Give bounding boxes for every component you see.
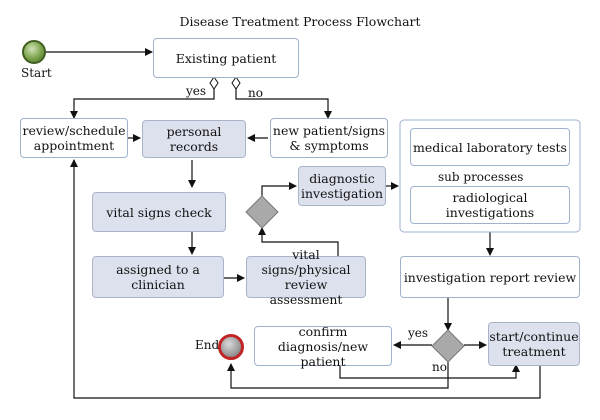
node-radiological: radiological investigations xyxy=(410,186,570,224)
yes-split-diamond xyxy=(209,76,219,90)
node-diagnostic-investigation: diagnostic investigation xyxy=(298,166,386,206)
node-investigation-report-review: investigation report review xyxy=(400,256,580,298)
arrow-diamond-to-diagnostic xyxy=(261,182,297,196)
node-vital-signs-check: vital signs check xyxy=(92,192,226,232)
node-vital-signs-review: vital signs/physical review assessment xyxy=(246,247,366,307)
node-existing-patient: Existing patient xyxy=(153,38,299,78)
diagram-title: Disease Treatment Process Flowchart xyxy=(179,14,421,29)
node-review-schedule: review/schedule appointment xyxy=(20,118,128,158)
decision-diamond-bottom xyxy=(431,329,465,363)
decision-diamond-middle xyxy=(245,195,279,229)
end-node xyxy=(218,334,244,360)
start-label: Start xyxy=(21,66,52,80)
node-assigned-clinician: assigned to a clinician xyxy=(92,256,224,298)
label-yes-top: yes xyxy=(186,84,207,98)
label-sub-processes: sub processes xyxy=(438,170,524,184)
start-node xyxy=(22,40,46,64)
node-personal-records: personal records xyxy=(142,120,246,158)
label-yes-bottom: yes xyxy=(408,326,429,340)
label-no-top: no xyxy=(248,86,263,100)
end-label: End xyxy=(195,338,220,352)
node-start-continue-treatment: start/continue treatment xyxy=(488,322,580,366)
node-medical-lab-tests: medical laboratory tests xyxy=(410,128,570,166)
node-new-patient: new patient/signs & symptoms xyxy=(270,118,388,158)
node-confirm-diagnosis: confirm diagnosis/new patient xyxy=(254,324,392,369)
label-no-bottom: no xyxy=(432,360,447,374)
no-split-diamond xyxy=(231,76,241,90)
